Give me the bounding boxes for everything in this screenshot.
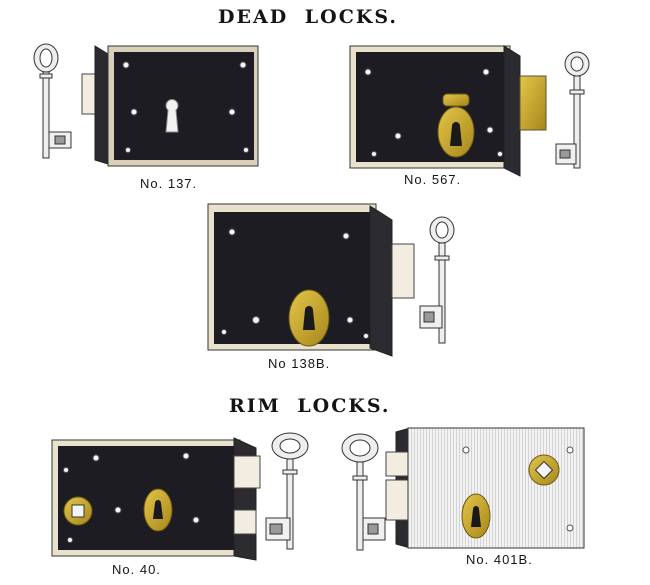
brass-keyhole-plate-icon (461, 454, 560, 539)
rim-locks-heading: RIM LOCKS. (229, 395, 391, 417)
key-icon (419, 216, 455, 344)
dead-locks-heading: DEAD LOCKS. (218, 6, 398, 28)
bolt-icon (519, 75, 547, 131)
screw-icon (122, 61, 249, 153)
caption-40: No. 40. (112, 562, 161, 577)
caption-401b: No. 401B. (466, 552, 533, 567)
screw-icon (364, 68, 503, 157)
keyhole-icon (165, 99, 179, 133)
bolt-icon (391, 243, 415, 299)
key-icon (33, 43, 72, 159)
bolt-icon (233, 509, 257, 535)
screw-icon (63, 452, 200, 543)
key-icon (341, 433, 386, 551)
caption-567: No. 567. (404, 172, 462, 187)
bolt-icon (385, 479, 409, 521)
brass-keyhole-plate-icon (63, 488, 173, 532)
bolt-icon (385, 451, 411, 477)
screw-icon (221, 228, 369, 339)
lock-body-icon (407, 427, 585, 549)
brass-keyhole-plate-icon (437, 93, 475, 158)
caption-138b: No 138B. (268, 356, 331, 371)
keyhole-icon (153, 500, 163, 519)
key-icon (265, 432, 309, 550)
keyhole-icon (450, 122, 462, 146)
bolt-icon (233, 455, 261, 489)
brass-keyhole-plate-icon (288, 289, 330, 347)
key-icon (555, 51, 590, 169)
caption-137: No. 137. (140, 176, 198, 191)
keyhole-icon (303, 306, 315, 330)
keyhole-icon (471, 506, 481, 527)
